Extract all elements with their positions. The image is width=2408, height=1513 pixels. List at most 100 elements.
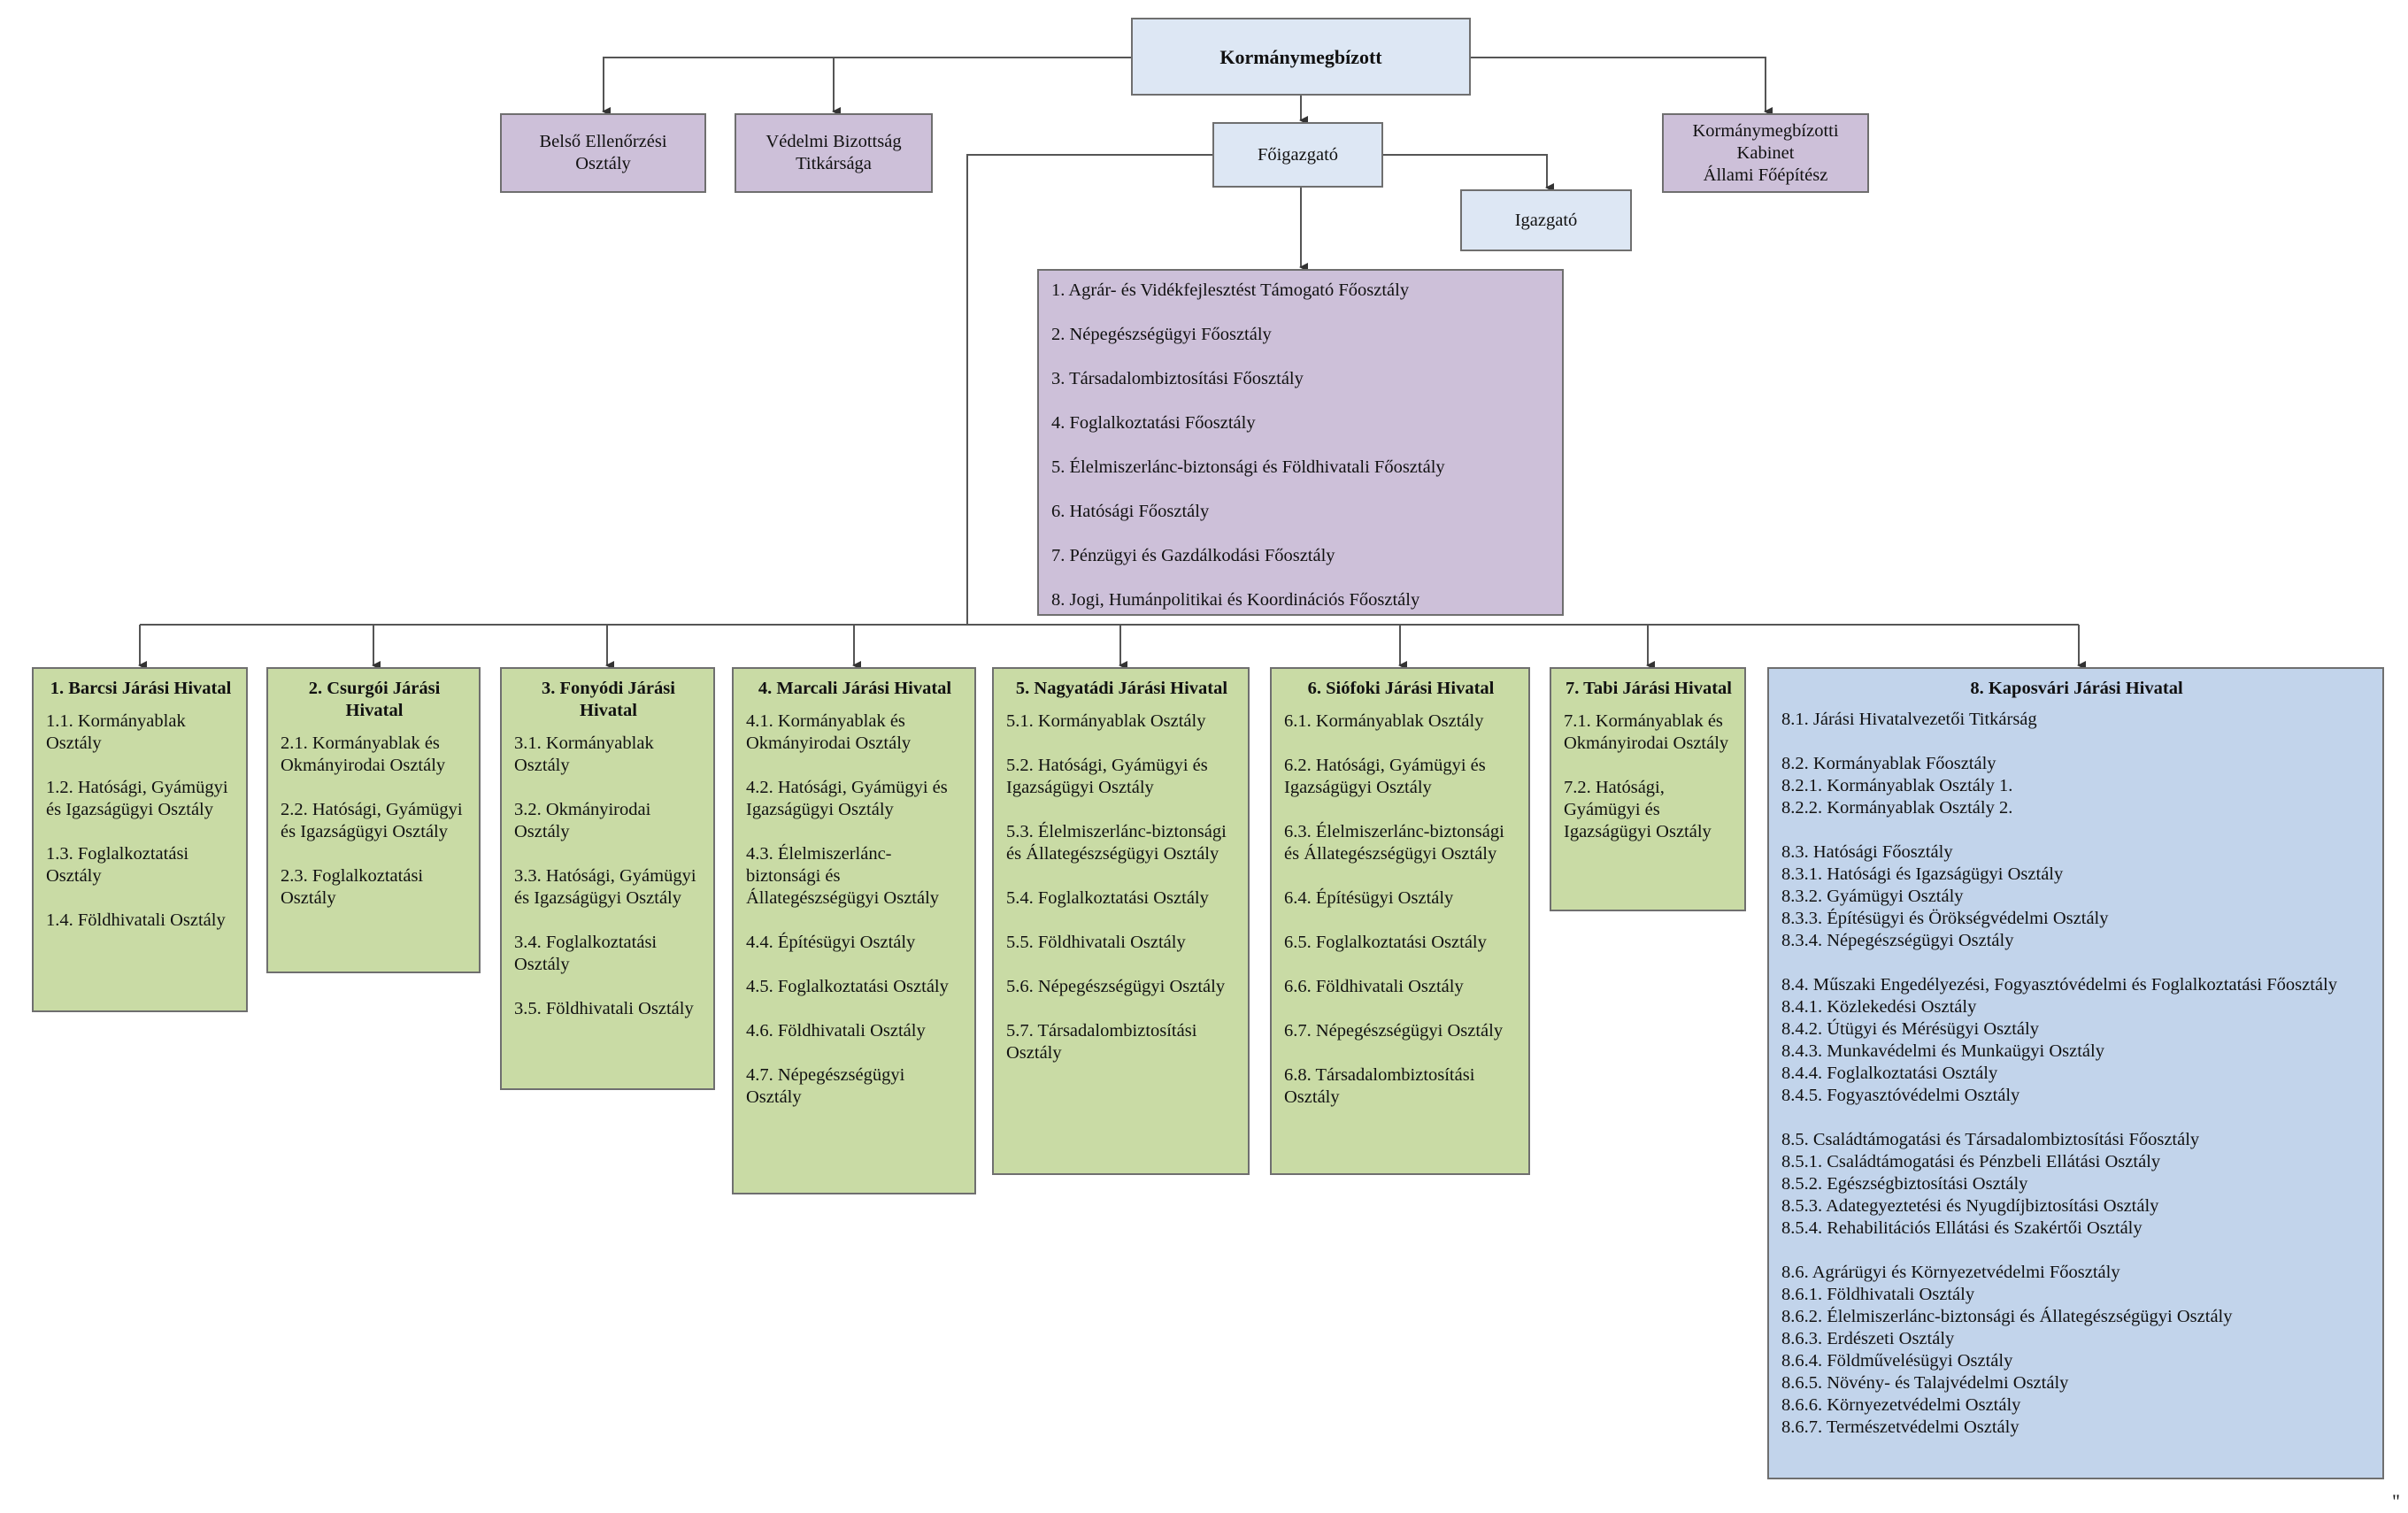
- district-office-title: 5. Nagyatádi Járási Hivatal: [1015, 679, 1228, 698]
- main-department-item: 1. Agrár- és Vidékfejlesztést Támogató F…: [1051, 280, 1410, 300]
- kaposvar-item: 8.5.3. Adategyeztetési és Nyugdíjbiztosí…: [1781, 1196, 2159, 1216]
- kaposvar-item: 8.6.6. Környezetvédelmi Osztály: [1781, 1395, 2021, 1415]
- main-department-item: 8. Jogi, Humánpolitikai és Koordinációs …: [1051, 590, 1420, 610]
- footnote-mark: ": [2392, 1490, 2400, 1512]
- kaposvar-item: 8.4.5. Fogyasztóvédelmi Osztály: [1781, 1086, 2020, 1105]
- main-department-item: 4. Foglalkoztatási Főosztály: [1051, 413, 1256, 433]
- director-general-box: Főigazgató: [1212, 122, 1383, 188]
- district-department-item: 2.2. Hatósági, Gyámügyi és Igazságügyi O…: [281, 800, 463, 841]
- district-department-item: 6.8. Társadalombiztosítási Osztály: [1284, 1065, 1475, 1107]
- main-departments-box: 1. Agrár- és Vidékfejlesztést Támogató F…: [1037, 269, 1564, 616]
- kaposvar-item: 8.6.2. Élelmiszerlánc-biztonsági és Álla…: [1781, 1307, 2233, 1326]
- kaposvar-section: 8.5. Családtámogatási és Társadalombizto…: [1781, 1129, 2372, 1240]
- district-office-tab: 7. Tabi Járási Hivatal 7.1. Kormányablak…: [1550, 667, 1746, 911]
- kaposvar-item: 8.3.2. Gyámügyi Osztály: [1781, 887, 1964, 906]
- kaposvar-section: 8.1. Járási Hivatalvezetői Titkárság: [1781, 709, 2372, 731]
- kaposvar-item: 8.2.1. Kormányablak Osztály 1.: [1781, 776, 2013, 795]
- district-office-title: 2. Csurgói Járási Hivatal: [308, 679, 441, 720]
- district-department-item: 6.5. Foglalkoztatási Osztály: [1284, 933, 1487, 952]
- district-department-item: 4.5. Foglalkoztatási Osztály: [746, 977, 949, 996]
- kaposvar-item: 8.6.5. Növény- és Talajvédelmi Osztály: [1781, 1373, 2069, 1393]
- district-office-marcali: 4. Marcali Járási Hivatal 4.1. Kormányab…: [732, 667, 976, 1194]
- main-department-item: 6. Hatósági Főosztály: [1051, 502, 1210, 521]
- district-department-item: 3.2. Okmányirodai Osztály: [514, 800, 651, 841]
- kaposvar-item: 8.3.4. Népegészségügyi Osztály: [1781, 931, 2014, 950]
- kaposvar-item: 8.6.3. Erdészeti Osztály: [1781, 1329, 1955, 1348]
- district-office-title: 4. Marcali Járási Hivatal: [758, 679, 952, 698]
- district-office-siofok: 6. Siófoki Járási Hivatal 6.1. Kormányab…: [1270, 667, 1530, 1175]
- kaposvar-item: 8.6. Agrárügyi és Környezetvédelmi Főosz…: [1781, 1263, 2120, 1282]
- district-department-item: 1.4. Földhivatali Osztály: [46, 910, 226, 930]
- district-department-item: 5.6. Népegészségügyi Osztály: [1006, 977, 1226, 996]
- district-department-item: 4.6. Földhivatali Osztály: [746, 1021, 926, 1041]
- district-office-title: 7. Tabi Járási Hivatal: [1566, 679, 1732, 698]
- district-department-item: 1.1. Kormányablak Osztály: [46, 711, 186, 753]
- kaposvar-item: 8.3. Hatósági Főosztály: [1781, 842, 1953, 862]
- district-department-item: 5.1. Kormányablak Osztály: [1006, 711, 1206, 731]
- internal-audit-box: Belső Ellenőrzési Osztály: [500, 113, 706, 193]
- kaposvar-item: 8.4.4. Foglalkoztatási Osztály: [1781, 1064, 1998, 1083]
- main-department-item: 7. Pénzügyi és Gazdálkodási Főosztály: [1051, 546, 1335, 565]
- kaposvar-section: 8.3. Hatósági Főosztály 8.3.1. Hatósági …: [1781, 841, 2372, 952]
- director-box: Igazgató: [1460, 189, 1632, 251]
- district-department-item: 6.6. Földhivatali Osztály: [1284, 977, 1464, 996]
- district-department-item: 3.3. Hatósági, Gyámügyi és Igazságügyi O…: [514, 866, 696, 908]
- kaposvar-item: 8.3.3. Építésügyi és Örökségvédelmi Oszt…: [1781, 909, 2109, 928]
- district-office-title: 3. Fonyódi Járási Hivatal: [542, 679, 675, 720]
- district-department-item: 4.7. Népegészségügyi Osztály: [746, 1065, 905, 1107]
- commissioner-label: Kormánymegbízott: [1219, 45, 1382, 68]
- district-department-item: 7.2. Hatósági, Gyámügyi és Igazságügyi O…: [1564, 778, 1712, 841]
- main-department-item: 3. Társadalombiztosítási Főosztály: [1051, 369, 1304, 388]
- kaposvar-item: 8.2.2. Kormányablak Osztály 2.: [1781, 798, 2013, 818]
- defense-secretariat-label-line2: Titkársága: [796, 154, 872, 173]
- district-department-item: 5.3. Élelmiszerlánc-biztonsági és Állate…: [1006, 822, 1227, 864]
- cabinet-box: Kormánymegbízotti Kabinet Állami Főépíté…: [1662, 113, 1869, 193]
- internal-audit-label-line1: Belső Ellenőrzési: [539, 132, 667, 151]
- cabinet-label-line1: Kormánymegbízotti: [1692, 120, 1839, 141]
- district-department-item: 3.5. Földhivatali Osztály: [514, 999, 694, 1018]
- district-department-item: 6.7. Népegészségügyi Osztály: [1284, 1021, 1504, 1041]
- district-department-item: 4.2. Hatósági, Gyámügyi és Igazságügyi O…: [746, 778, 948, 819]
- cabinet-label-line3: Állami Főépítész: [1703, 165, 1828, 185]
- kaposvar-section: 8.6. Agrárügyi és Környezetvédelmi Főosz…: [1781, 1262, 2372, 1439]
- main-department-item: 5. Élelmiszerlánc-biztonsági és Földhiva…: [1051, 457, 1445, 477]
- line-to-district-bus: [966, 154, 1212, 625]
- district-office-barcs: 1. Barcsi Járási Hivatal 1.1. Kormányabl…: [32, 667, 248, 1012]
- kaposvar-item: 8.1. Járási Hivatalvezetői Titkárság: [1781, 710, 2037, 729]
- district-department-item: 2.3. Foglalkoztatási Osztály: [281, 866, 424, 908]
- district-department-item: 5.4. Foglalkoztatási Osztály: [1006, 888, 1209, 908]
- district-department-item: 6.3. Élelmiszerlánc-biztonsági és Állate…: [1284, 822, 1504, 864]
- main-department-item: 2. Népegészségügyi Főosztály: [1051, 325, 1272, 344]
- district-department-item: 2.1. Kormányablak és Okmányirodai Osztál…: [281, 733, 446, 775]
- district-office-fonyod: 3. Fonyódi Járási Hivatal 3.1. Kormányab…: [500, 667, 715, 1090]
- defense-secretariat-box: Védelmi Bizottság Titkársága: [735, 113, 933, 193]
- district-department-item: 3.4. Foglalkoztatási Osztály: [514, 933, 658, 974]
- district-department-item: 1.3. Foglalkoztatási Osztály: [46, 844, 189, 886]
- district-department-item: 5.5. Földhivatali Osztály: [1006, 933, 1186, 952]
- kaposvar-section: 8.2. Kormányablak Főosztály 8.2.1. Kormá…: [1781, 753, 2372, 819]
- commissioner-box: Kormánymegbízott: [1131, 18, 1471, 96]
- kaposvar-item: 8.5. Családtámogatási és Társadalombizto…: [1781, 1130, 2200, 1149]
- internal-audit-label-line2: Osztály: [575, 154, 631, 173]
- district-office-title: 6. Siófoki Járási Hivatal: [1307, 679, 1495, 698]
- district-office-kaposvar: 8. Kaposvári Járási Hivatal 8.1. Járási …: [1767, 667, 2384, 1479]
- district-office-csurgo: 2. Csurgói Járási Hivatal 2.1. Kormányab…: [266, 667, 481, 973]
- kaposvar-item: 8.4.1. Közlekedési Osztály: [1781, 997, 1977, 1017]
- district-department-item: 5.7. Társadalombiztosítási Osztály: [1006, 1021, 1197, 1063]
- line-to-director: [1383, 154, 1554, 192]
- kaposvar-item: 8.6.7. Természetvédelmi Osztály: [1781, 1417, 2019, 1437]
- district-department-item: 4.4. Építésügyi Osztály: [746, 933, 916, 952]
- district-office-nagyatad: 5. Nagyatádi Járási Hivatal 5.1. Kormány…: [992, 667, 1250, 1175]
- district-department-item: 1.2. Hatósági, Gyámügyi és Igazságügyi O…: [46, 778, 228, 819]
- kaposvar-item: 8.4.3. Munkavédelmi és Munkaügyi Osztály: [1781, 1041, 2104, 1061]
- district-department-item: 6.2. Hatósági, Gyámügyi és Igazságügyi O…: [1284, 756, 1486, 797]
- defense-secretariat-label-line1: Védelmi Bizottság: [765, 132, 902, 151]
- kaposvar-item: 8.5.2. Egészségbiztosítási Osztály: [1781, 1174, 2028, 1194]
- kaposvar-item: 8.5.1. Családtámogatási és Pénzbeli Ellá…: [1781, 1152, 2161, 1171]
- kaposvar-item: 8.2. Kormányablak Főosztály: [1781, 754, 1996, 773]
- kaposvar-item: 8.6.4. Földművelésügyi Osztály: [1781, 1351, 2013, 1371]
- district-office-title: 1. Barcsi Járási Hivatal: [50, 679, 232, 698]
- district-department-item: 3.1. Kormányablak Osztály: [514, 733, 654, 775]
